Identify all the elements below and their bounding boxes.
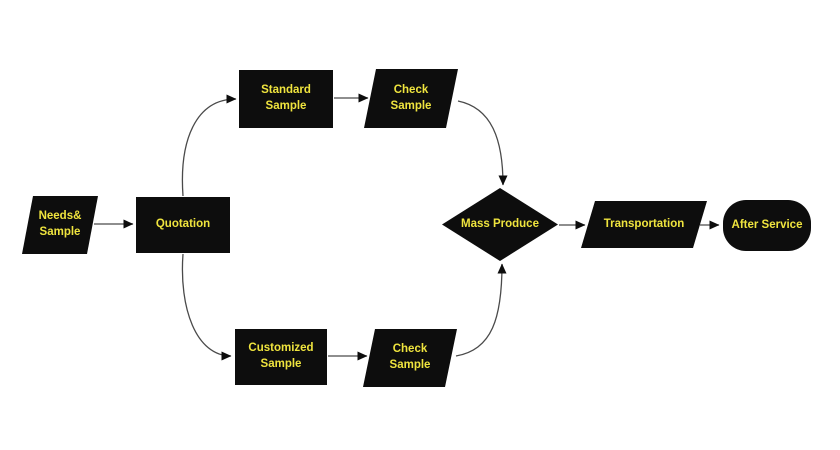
node-quotation: Quotation [136, 197, 230, 253]
node-after-service: After Service [723, 200, 811, 251]
node-check-sample-top-label: Check Sample [390, 83, 432, 112]
edge-check-sample-bottom-to-mass-produce [455, 263, 507, 357]
edge-quotation-to-standard-sample [181, 94, 237, 197]
node-transportation: Transportation [581, 201, 707, 248]
node-quotation-label: Quotation [155, 218, 211, 231]
edge-check-sample-top-to-mass-produce [457, 100, 508, 186]
node-after-service-label: After Service [731, 218, 803, 231]
node-standard-sample: Standard Sample [239, 70, 333, 128]
node-check-sample-top: Check Sample [364, 69, 458, 128]
node-mass-produce-label: Mass Produce [461, 217, 539, 230]
node-customized-sample-label: Customized Sample [248, 342, 314, 370]
node-check-sample-bottom-label: Check Sample [389, 343, 431, 371]
node-transportation-label: Transportation [603, 217, 685, 230]
node-needs-sample: Needs& Sample [22, 196, 98, 254]
node-standard-sample-label: Standard Sample [261, 84, 311, 112]
edge-quotation-to-customized-sample [181, 253, 232, 361]
node-customized-sample: Customized Sample [235, 329, 327, 385]
node-needs-sample-label: Needs& Sample [38, 210, 82, 238]
node-check-sample-bottom: Check Sample [363, 329, 457, 387]
